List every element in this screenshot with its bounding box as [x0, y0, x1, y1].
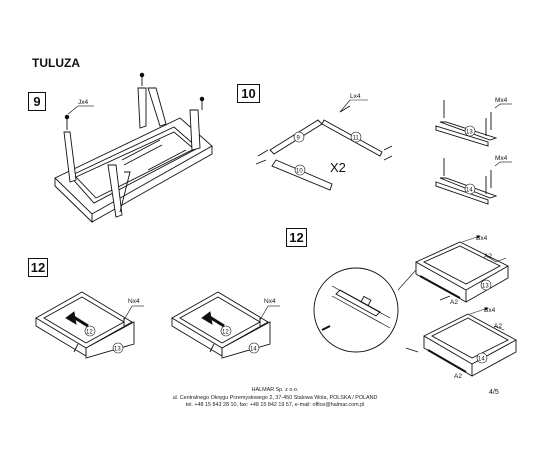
footer: HALMAR Sp. z o.o. ul. Centralnego Okręgu… — [0, 387, 550, 410]
step-11-part-13: 13 — [114, 347, 121, 353]
step-11-number: 12 — [28, 258, 48, 277]
step-12-number: 12 — [286, 228, 307, 247]
step-12-label-bx4-1: Bx4 — [476, 235, 488, 242]
step-12-drawer-14-illustration — [405, 307, 517, 377]
step-12-detail-circle — [313, 267, 417, 353]
footer-company: HALMAR Sp. z o.o. — [251, 387, 299, 393]
step-10-right-part-14: 14 — [466, 188, 473, 194]
step-12-label-a2-4: A2 — [454, 373, 462, 380]
step-11-hardware-1: Nx4 — [128, 298, 140, 305]
footer-contact: tel. +48 15 843 28 10, fax: +48 15 842 1… — [185, 402, 365, 408]
step-11-drawer-14-illustration — [171, 291, 280, 359]
page-number: 4/5 — [489, 389, 499, 396]
step-10-drawer-side-13-illustration — [435, 100, 512, 147]
step-11-hardware-2: Nx4 — [264, 298, 276, 305]
step-9-number: 9 — [28, 92, 46, 111]
step-10-rails-illustration — [255, 99, 393, 191]
step-9-hardware-label: Jx4 — [78, 99, 89, 106]
step-10-right-hardware-1: Mx4 — [495, 97, 508, 104]
step-10-part-11a: 11 — [353, 136, 360, 142]
step-9-table-illustration — [54, 72, 213, 224]
step-10-multiplier: X2 — [330, 160, 346, 175]
step-10-drawer-side-14-illustration — [435, 158, 512, 205]
step-11-part-12b: 12 — [222, 330, 229, 336]
step-11-part-14: 14 — [250, 347, 257, 353]
step-12-part-13: 13 — [482, 284, 489, 290]
step-10-right-part-13: 13 — [466, 130, 473, 136]
step-11-part-12a: 12 — [86, 330, 93, 336]
step-10-hardware-label: Lx4 — [350, 93, 361, 100]
step-12-part-14: 14 — [478, 357, 485, 363]
step-12-label-a2-2: A2 — [450, 299, 458, 306]
step-12-label-a2-3: A2 — [494, 323, 502, 330]
step-11-drawer-13-illustration — [35, 291, 144, 359]
page-title: TULUZA — [32, 56, 80, 70]
step-12-label-bx4-2: Bx4 — [484, 307, 496, 314]
step-10-part-10: 10 — [296, 169, 303, 175]
step-10-part-9: 9 — [297, 136, 301, 142]
step-10-number: 10 — [237, 84, 260, 103]
step-12-label-a2-1: A2 — [484, 253, 492, 260]
footer-address: ul. Centralnego Okręgu Przemysłowego 2, … — [172, 394, 378, 401]
step-12-drawer-13-illustration — [415, 235, 509, 303]
step-10-right-hardware-2: Mx4 — [495, 155, 508, 162]
